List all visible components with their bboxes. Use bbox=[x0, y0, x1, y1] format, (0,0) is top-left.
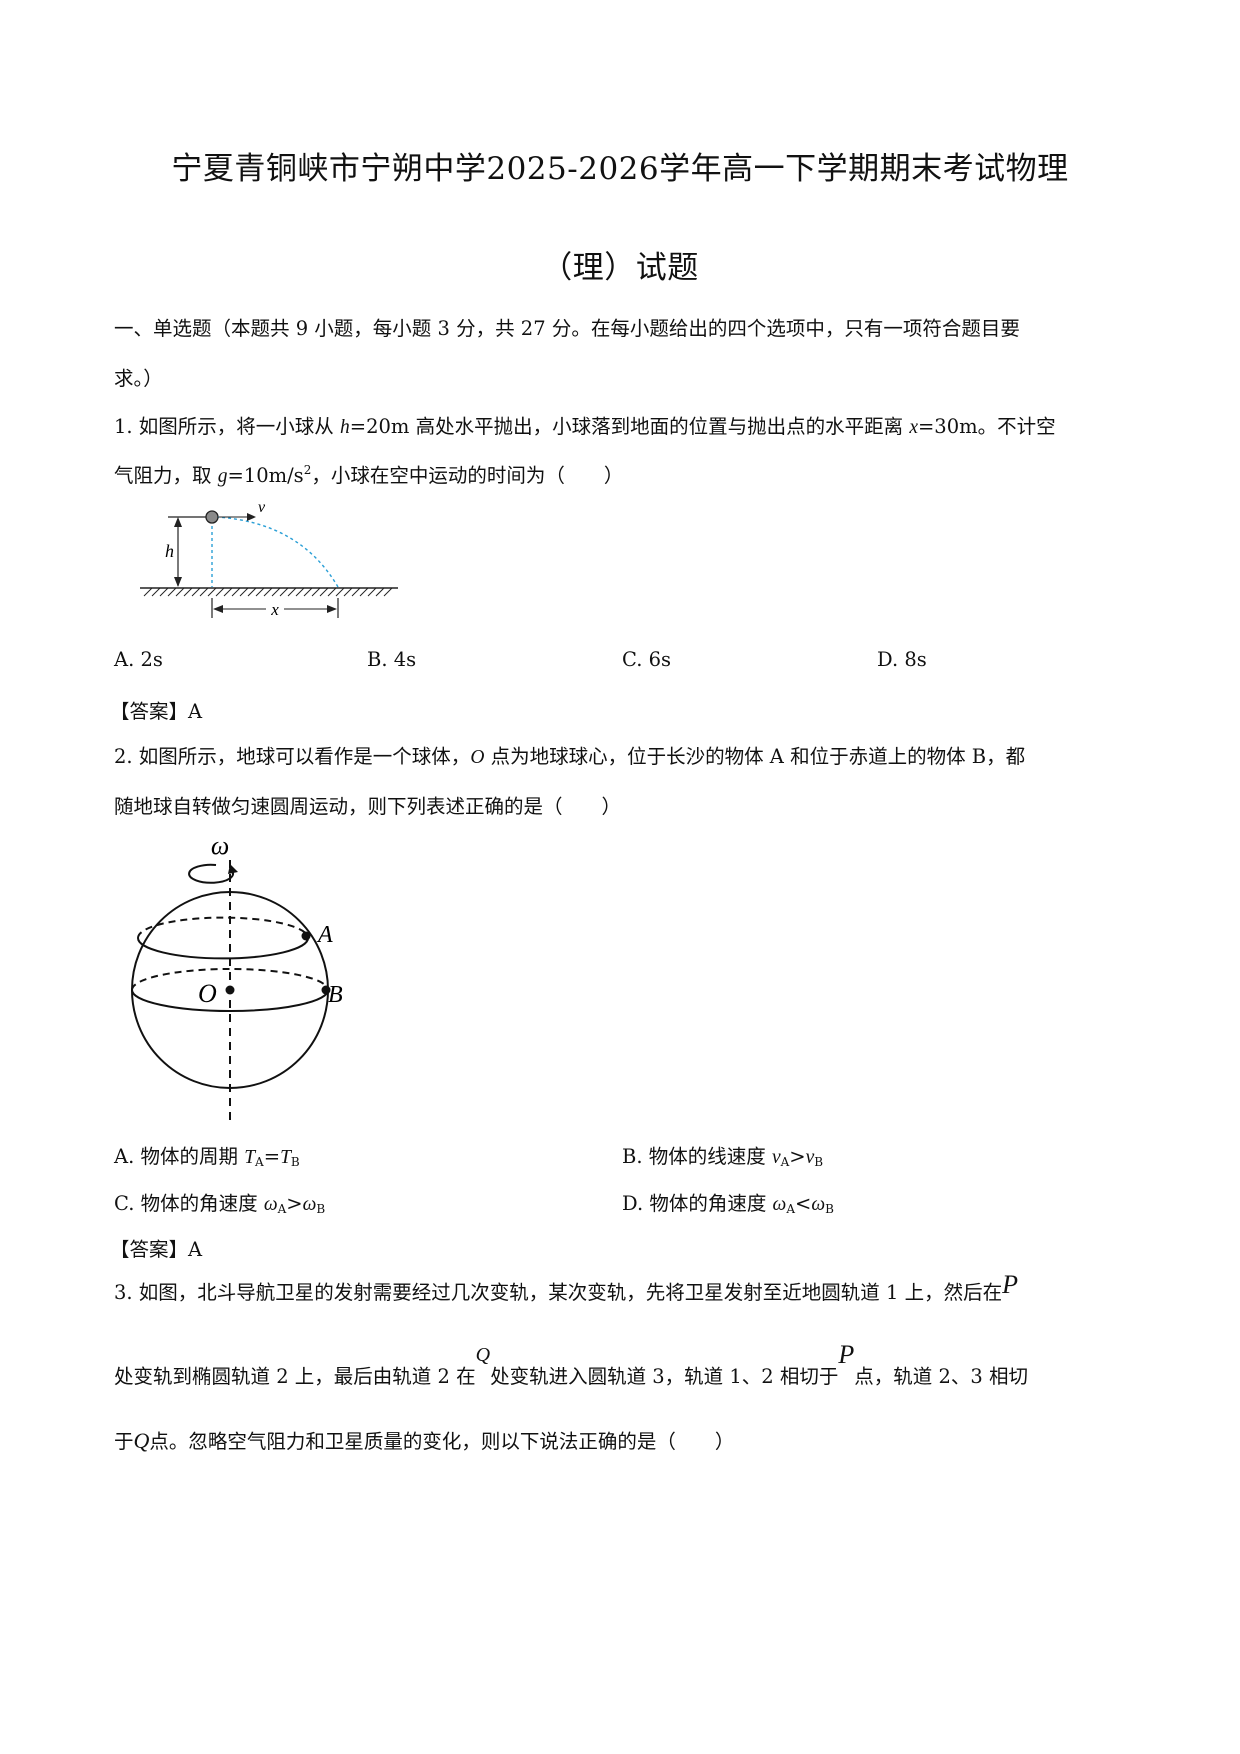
q2-option-c: C. 物体的角速度 ωA>ωB bbox=[114, 1192, 326, 1216]
q2-stem-line1: 2. 如图所示，地球可以看作是一个球体，O 点为地球球心，位于长沙的物体 A 和… bbox=[114, 745, 1026, 768]
v-label: v bbox=[258, 499, 266, 516]
q1-option-d: D. 8s bbox=[877, 648, 927, 671]
b-point-label: B bbox=[328, 982, 343, 1008]
q3-stem-line3: 于Q点。忽略空气阻力和卫星质量的变化，则以下说法正确的是（ ） bbox=[114, 1428, 735, 1453]
q2-option-b: B. 物体的线速度 vA>vB bbox=[622, 1145, 824, 1169]
q2-option-a: A. 物体的周期 TA=TB bbox=[114, 1145, 300, 1169]
q1-stem-line1: 1. 如图所示，将一小球从 h=20m 高处水平抛出，小球落到地面的位置与抛出点… bbox=[114, 415, 1056, 438]
q1-option-a: A. 2s bbox=[114, 648, 163, 671]
h-label: h bbox=[165, 541, 174, 561]
q1-projectile-figure: h v bbox=[140, 499, 398, 619]
o-point-label: O bbox=[198, 979, 217, 1008]
q3-stem-line2: 处变轨到椭圆轨道 2 上，最后由轨道 2 在Q处变轨进入圆轨道 3，轨道 1、2… bbox=[114, 1340, 1028, 1388]
q1-answer: 【答案】A bbox=[110, 700, 203, 723]
a-point-label: A bbox=[316, 922, 333, 948]
page-title-line1: 宁夏青铜峡市宁朔中学2025-2026学年高一下学期期末考试物理 bbox=[171, 151, 1069, 187]
q2-earth-figure: ω A B O bbox=[131, 831, 343, 1120]
section-heading-line1: 一、单选题（本题共 9 小题，每小题 3 分，共 27 分。在每小题给出的四个选… bbox=[114, 317, 1020, 340]
q3-stem-line1: 3. 如图，北斗导航卫星的发射需要经过几次变轨，某次变轨，先将卫星发射至近地圆轨… bbox=[114, 1270, 1018, 1304]
section-heading-line2: 求。） bbox=[114, 367, 163, 390]
omega-label: ω bbox=[211, 831, 229, 860]
q1-stem-line2: 气阻力，取 g=10m/s2，小球在空中运动的时间为（ ） bbox=[114, 463, 624, 487]
x-label: x bbox=[270, 600, 279, 619]
q1-option-c: C. 6s bbox=[622, 648, 672, 671]
page-title-line2: （理）试题 bbox=[541, 250, 699, 286]
q1-option-b: B. 4s bbox=[367, 648, 417, 671]
q2-stem-line2: 随地球自转做匀速圆周运动，则下列表述正确的是（ ） bbox=[114, 795, 622, 818]
q2-answer: 【答案】A bbox=[110, 1238, 203, 1261]
q2-option-d: D. 物体的角速度 ωA<ωB bbox=[622, 1192, 834, 1216]
